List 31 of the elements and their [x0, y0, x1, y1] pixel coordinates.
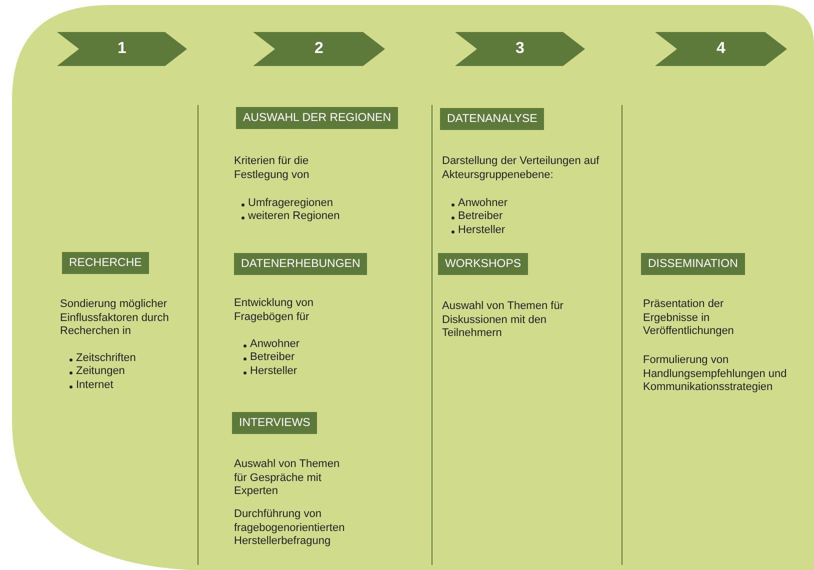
list-item: Betreiber	[458, 210, 503, 224]
phase-header: AUSWAHL DER REGIONEN	[236, 107, 398, 129]
description-text: Kriterien für die Festlegung von	[234, 155, 310, 182]
list-item: weiteren Regionen	[248, 210, 340, 224]
description-text: Entwicklung von Fragebögen für	[234, 297, 314, 324]
list-item: Zeitschriften	[76, 352, 136, 366]
description-text: Auswahl von Themen für Gespräche mit Experten	[234, 458, 341, 498]
list-item: Hersteller	[458, 224, 506, 238]
phase-header: DATENERHEBUNGEN	[234, 253, 368, 275]
description-text: Darstellung der Verteilungen auf Akteursgruppenebene:	[442, 155, 600, 182]
list-item: Anwohner	[458, 197, 508, 210]
phase-header: INTERVIEWS	[232, 412, 318, 434]
list-item: Zeitungen	[76, 365, 125, 378]
list-item: Anwohner	[250, 338, 300, 352]
description-text: Präsentation der Ergebnisse in Veröffentlichungen	[643, 298, 735, 338]
phase-header: WORKSHOPS	[438, 253, 528, 275]
list-item: Internet	[76, 379, 114, 392]
step-chevron: 2	[253, 32, 385, 66]
phase-header: DATENANALYSE	[440, 108, 544, 130]
phase-header: DISSEMINATION	[641, 253, 745, 275]
list-item: Betreiber	[250, 351, 295, 364]
step-chevron: 3	[455, 32, 585, 66]
list-item: Umfrageregionen	[248, 197, 333, 210]
list-item: Hersteller	[250, 365, 298, 378]
description-text: Auswahl von Themen für Diskussionen mit den Teilnehmern	[442, 300, 564, 340]
step-chevron: 1	[57, 32, 187, 66]
description-text: Formulierung von Handlungsempfehlungen und Kommunikationsstrategien	[643, 354, 788, 394]
step-chevron: 4	[655, 32, 787, 66]
phase-header: RECHERCHE	[62, 252, 149, 274]
description-text: Durchführung von fragebogenorientierten Herstellerbefragung	[234, 508, 346, 548]
description-text: Sondierung möglicher Einflussfaktoren durch Recherchen in	[60, 298, 170, 338]
